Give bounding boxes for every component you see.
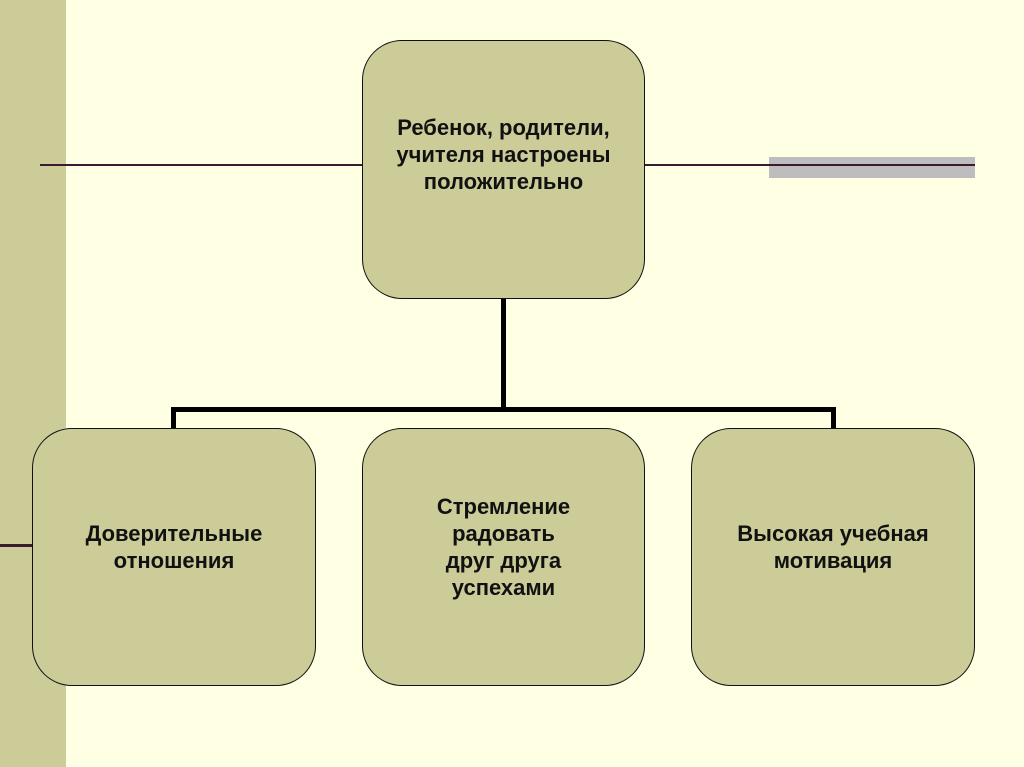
child-node-motivation: Высокая учебная мотивация xyxy=(691,428,975,686)
decorative-gray-bar xyxy=(769,157,975,178)
child-node-aspiration: Стремление радовать друг друга успехами xyxy=(362,428,645,686)
top-node: Ребенок, родители, учителя настроены пол… xyxy=(362,40,645,299)
top-node-text: Ребенок, родители, учителя настроены пол… xyxy=(396,115,611,194)
child-node-trust: Доверительные отношения xyxy=(32,428,316,686)
connector-horizontal xyxy=(171,407,836,412)
connector-right-drop xyxy=(831,407,836,429)
connector-vertical xyxy=(501,298,506,412)
child-node-text: Стремление радовать друг друга успехами xyxy=(436,494,571,600)
connector-left-drop xyxy=(171,407,176,429)
child-node-text: Высокая учебная мотивация xyxy=(737,521,929,573)
child-node-text: Доверительные отношения xyxy=(85,521,263,573)
decorative-left-line xyxy=(0,544,32,547)
